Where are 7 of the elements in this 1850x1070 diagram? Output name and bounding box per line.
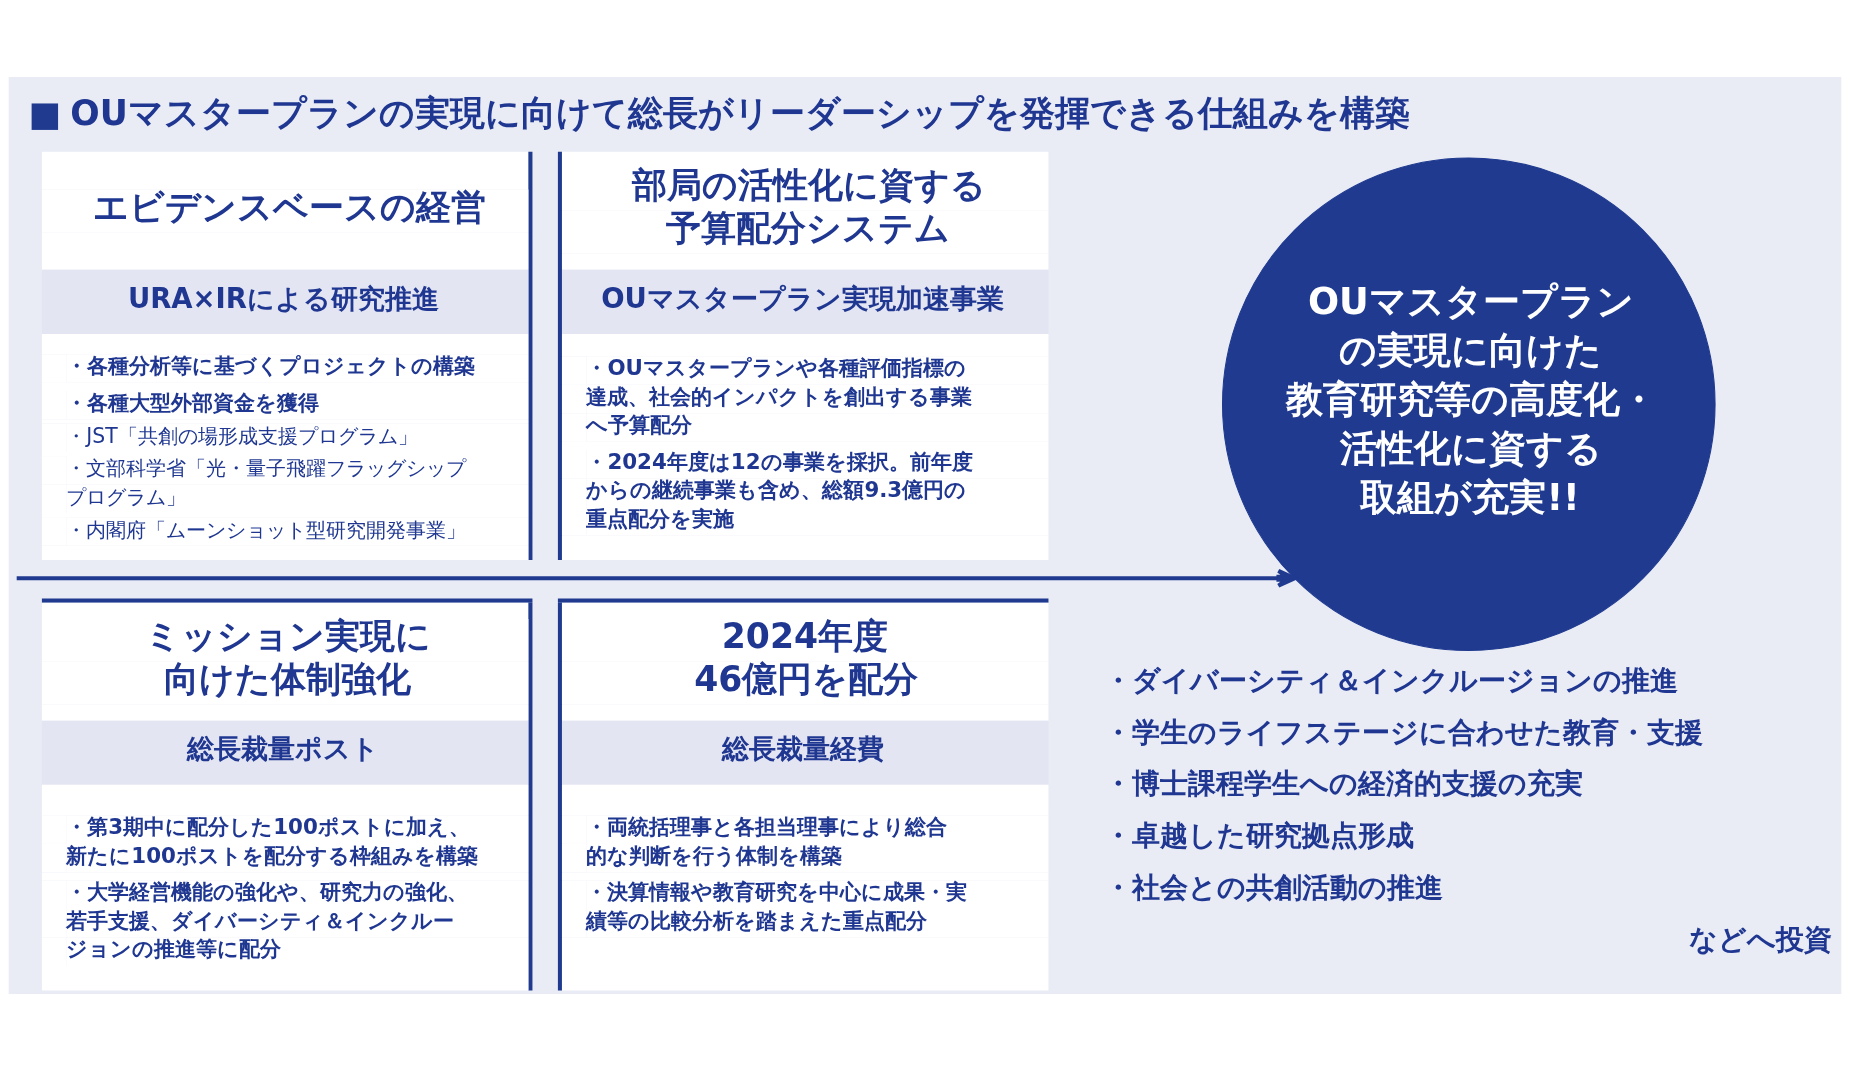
label: ・卓越した研究拠点形成 xyxy=(1104,818,1415,852)
label: ・学生のライフステージに合わせた教育・支援 xyxy=(1104,714,1704,748)
diagram-title: OUマスタープランの実現に向けて総長がリーダーシップを発揮できる仕組みを構築 xyxy=(70,92,1410,133)
label: ・博士課程学生への経済的支援の充実 xyxy=(1104,766,1584,800)
label: などへ投資 xyxy=(1688,922,1832,956)
label: ・ダイバーシティ＆インクルージョンの推進 xyxy=(1104,663,1679,697)
label: ・社会との共創活動の推進 xyxy=(1104,870,1444,904)
